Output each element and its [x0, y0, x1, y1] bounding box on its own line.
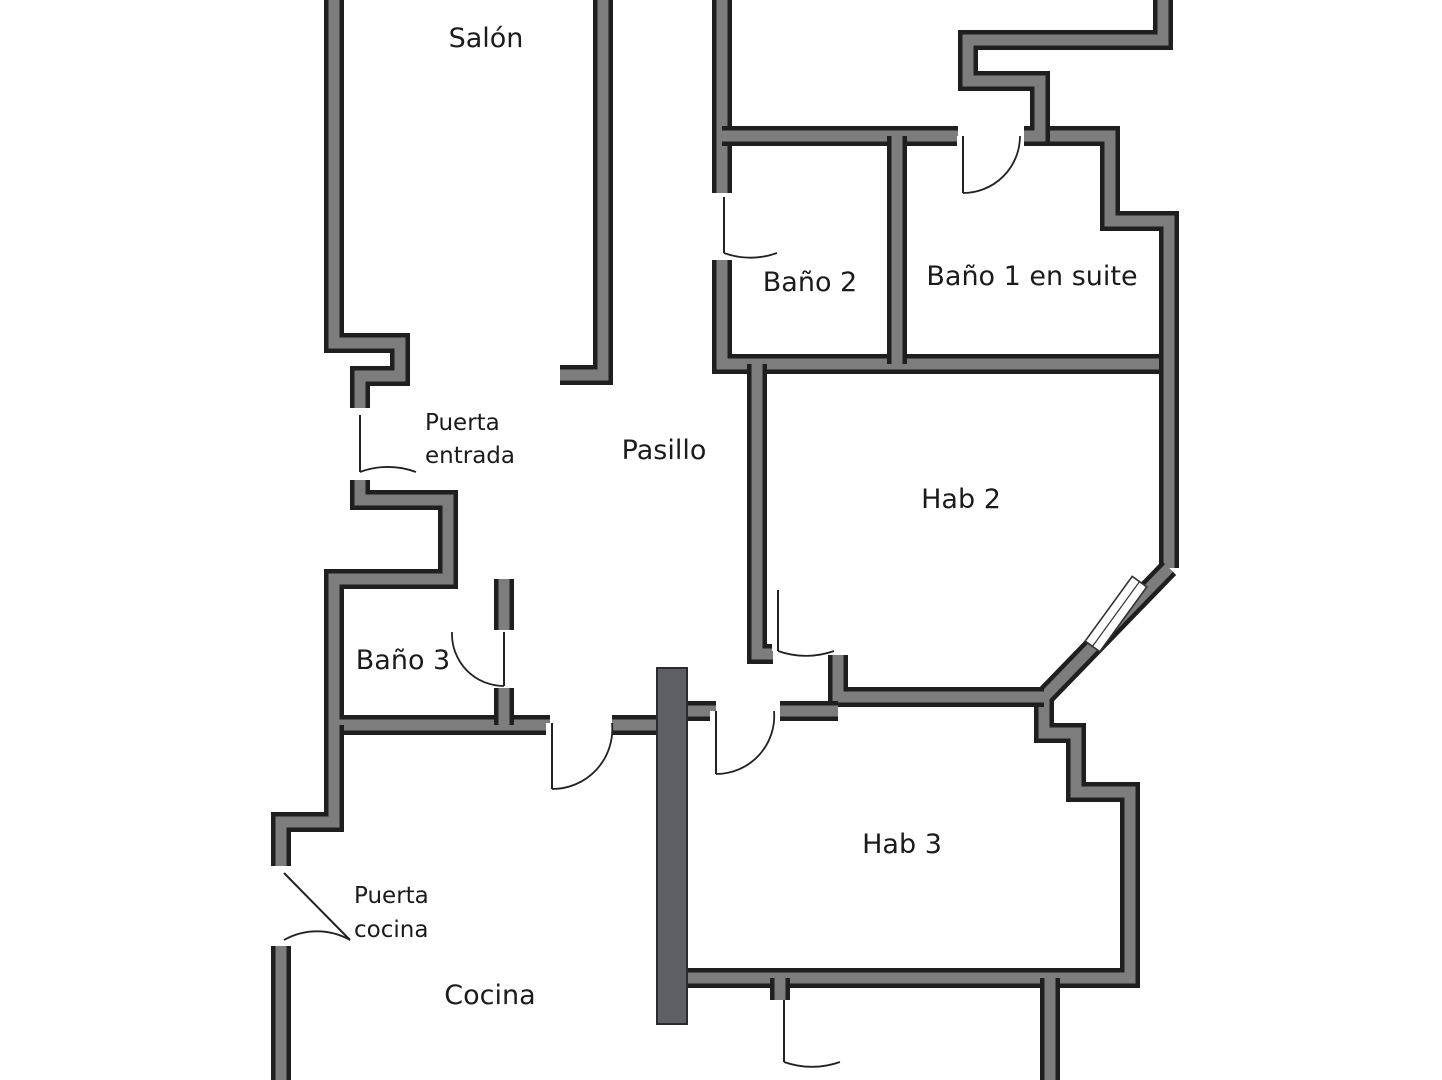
door-puerta-cocina-leaf [283, 872, 351, 941]
door-bano2-jamb [724, 197, 777, 253]
wall-bano2-left-bottom [716, 260, 1169, 370]
door-cocina-hall [546, 722, 614, 790]
door-bano2-swing-arc [723, 252, 778, 259]
door-bano1-suite-swing-arc [962, 135, 1021, 194]
wall-suite-notch-outline [958, 0, 1173, 146]
door-puerta-cocina [279, 868, 355, 945]
door-entrada [354, 415, 417, 473]
door-entrada-jamb [360, 415, 416, 472]
wall-suite-notch [962, 0, 1169, 142]
room-label-salon: Salón [449, 23, 524, 54]
wall-bath-top-right [1030, 130, 1175, 568]
room-label-hab-3: Hab 3 [862, 829, 942, 860]
door-entrada-swing-arc [359, 466, 417, 473]
wall-salon-right-outline [560, 0, 613, 385]
door-label-puerta-entrada-line1: Puerta [425, 410, 500, 436]
room-label-bano-3: Baño 3 [356, 645, 450, 676]
door-puerta-cocina-swing-arc [283, 930, 351, 941]
wall-hab2-bottom [832, 655, 1044, 703]
wall-kitchen-left [275, 725, 340, 866]
window-hab2 [1084, 575, 1148, 653]
door-bottom-room [778, 1000, 841, 1068]
room-label-bano-1-en-suite: Baño 1 en suite [926, 261, 1137, 292]
door-hab3 [710, 710, 776, 775]
door-bano3-swing-arc [451, 631, 505, 687]
door-bano1-suite [957, 135, 1021, 194]
walls [271, 0, 1179, 1080]
door-hab2 [772, 590, 835, 657]
wall-bath-top-right-outline [1030, 126, 1179, 568]
door-bottom-room-swing-arc [783, 1061, 841, 1068]
door-hab3-swing-arc [715, 710, 776, 775]
structural-column [656, 667, 688, 1025]
door-label-puerta-cocina-line1: Puerta [354, 883, 429, 909]
room-label-pasillo: Pasillo [622, 435, 707, 466]
wall-entrance-lower-outline [324, 480, 550, 735]
door-bottom-room-jamb [784, 1000, 840, 1062]
wall-kitchen-left-outline [271, 725, 344, 866]
door-hab2-swing-arc [777, 650, 835, 657]
door-cocina-hall-swing-arc [551, 722, 614, 790]
room-label-hab-2: Hab 2 [921, 484, 1001, 515]
room-label-bano-2: Baño 2 [763, 267, 857, 298]
wall-salon-right [560, 0, 609, 381]
wall-salon-left [328, 0, 406, 408]
door-label-puerta-cocina-line2: cocina [354, 917, 428, 943]
door-bano2 [718, 197, 778, 259]
wall-hab2-left [751, 364, 773, 660]
doors [279, 135, 1021, 1068]
wall-hab2-bottom-outline [828, 655, 1044, 707]
door-hab2-jamb [778, 590, 834, 651]
door-label-puerta-entrada-line2: entrada [425, 443, 515, 469]
room-label-cocina: Cocina [444, 980, 535, 1011]
door-bano3 [451, 631, 510, 687]
